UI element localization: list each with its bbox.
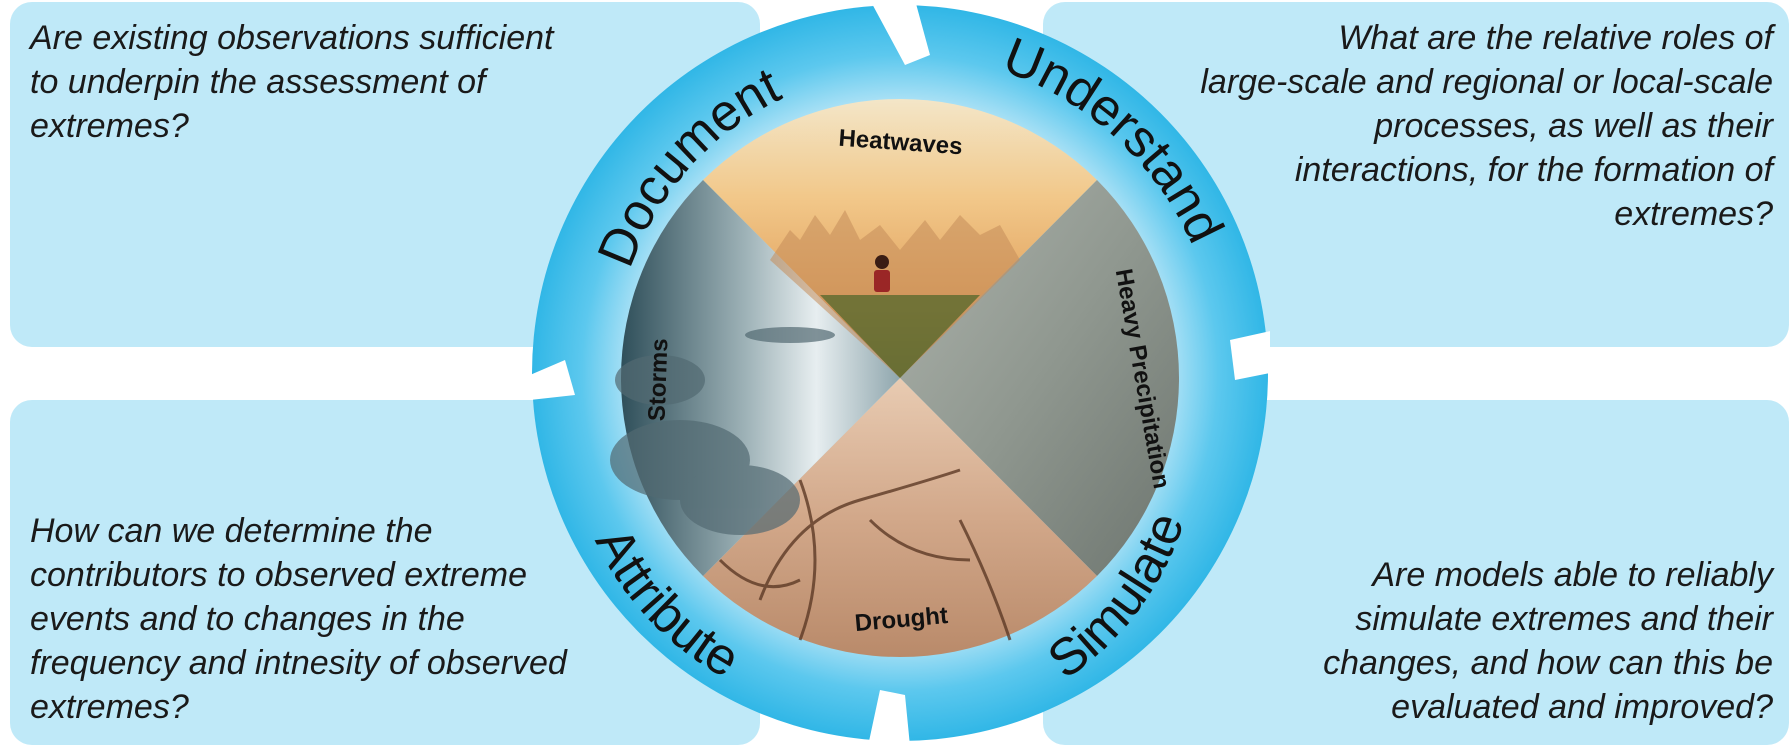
question-line: simulate extremes and their: [1355, 600, 1773, 638]
understand-question: What are the relative roles of large-sca…: [1133, 16, 1773, 236]
attribute-question: How can we determine the contributors to…: [30, 509, 670, 729]
question-line: extremes?: [30, 688, 189, 726]
question-line: large-scale and regional or local-scale: [1200, 63, 1773, 101]
question-line: frequency and intnesity of observed: [30, 644, 567, 682]
question-line: extremes?: [1614, 195, 1773, 233]
storm-clouds: [610, 327, 835, 535]
question-line: How can we determine the: [30, 512, 433, 550]
question-line: extremes?: [30, 107, 189, 145]
question-line: What are the relative roles of: [1338, 19, 1773, 57]
runner-figure: [874, 270, 890, 292]
question-line: Are existing observations sufficient: [30, 19, 554, 57]
question-line: contributors to observed extreme: [30, 556, 528, 594]
simulate-question: Are models able to reliably simulate ext…: [1253, 553, 1773, 729]
drought-image: [703, 378, 1097, 658]
question-line: Are models able to reliably: [1372, 556, 1773, 594]
document-question: Are existing observations sufficient to …: [30, 16, 630, 148]
question-line: to underpin the assessment of: [30, 63, 486, 101]
storms-label: Storms: [644, 338, 674, 422]
runner-figure: [875, 255, 889, 269]
cycle-diagram: Heatwaves Heavy Precipitation Drought St…: [530, 0, 1270, 746]
drought-cracks: [718, 468, 1012, 641]
question-line: processes, as well as their: [1374, 107, 1773, 145]
question-line: interactions, for the formation of: [1294, 151, 1773, 189]
hazard-disc: [610, 98, 1180, 658]
question-line: evaluated and improved?: [1391, 688, 1773, 726]
vegetation-silhouette: [820, 295, 980, 378]
heavy-precipitation-image: [900, 180, 1180, 576]
question-line: events and to changes in the: [30, 600, 465, 638]
skyline-silhouette: [770, 210, 1020, 378]
heatwaves-image: [703, 98, 1097, 378]
question-line: changes, and how can this be: [1323, 644, 1773, 682]
